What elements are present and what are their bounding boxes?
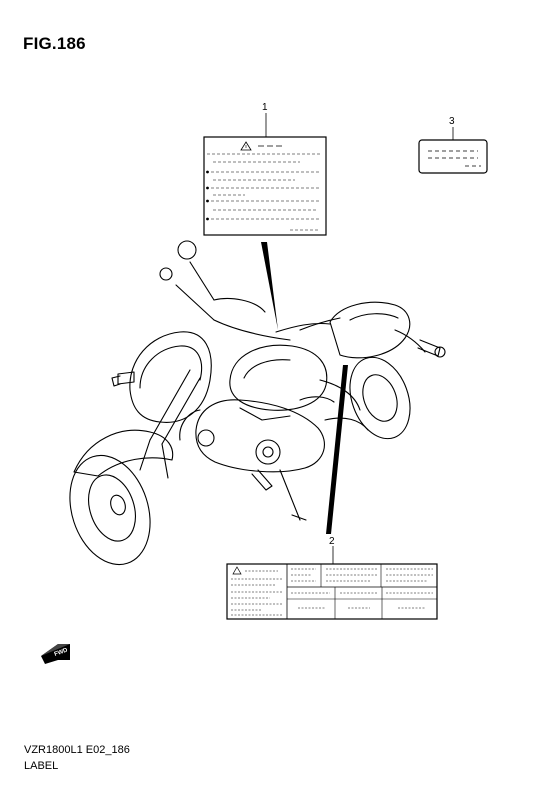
callout-number-3: 3 bbox=[449, 116, 455, 127]
label-1-text-lines bbox=[207, 153, 320, 231]
forward-arrow-label: FWD bbox=[54, 647, 70, 658]
model-code: VZR1800L1 E02_186 bbox=[24, 744, 130, 756]
label-1-bullets bbox=[206, 170, 209, 221]
label-2[interactable] bbox=[226, 563, 438, 620]
warning-triangle-icon bbox=[232, 566, 242, 575]
callout-number-1: 1 bbox=[262, 102, 268, 113]
callout-number-2: 2 bbox=[329, 536, 335, 547]
label-3-text-lines bbox=[428, 150, 481, 167]
warning-triangle-icon bbox=[240, 141, 252, 151]
leader-wedge-label-2 bbox=[326, 365, 348, 534]
section-name: LABEL bbox=[24, 760, 59, 772]
motorcycle-drawing bbox=[69, 240, 446, 566]
leader-wedge-label-1 bbox=[261, 242, 278, 330]
label-3[interactable] bbox=[418, 139, 488, 174]
forward-arrow-icon: FWD bbox=[41, 644, 70, 664]
figure-title: FIG.186 bbox=[23, 34, 86, 53]
label-2-text-lines bbox=[231, 568, 433, 616]
label-1[interactable] bbox=[203, 136, 327, 236]
